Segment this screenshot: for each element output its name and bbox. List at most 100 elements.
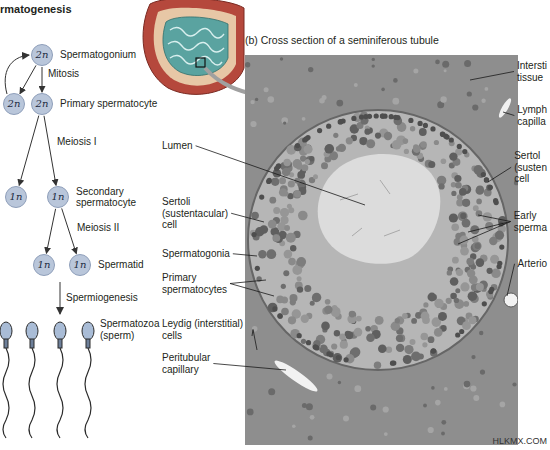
interstitial-cell xyxy=(480,370,485,375)
interstitial-cell xyxy=(423,404,427,408)
spermatogonium-cell xyxy=(259,195,264,200)
lymph-capillary xyxy=(497,97,513,119)
part-label: Lymph capilla xyxy=(517,104,547,127)
cell xyxy=(292,265,302,275)
spermatogonium-cell xyxy=(276,164,281,169)
process-label: Meiosis I xyxy=(56,136,97,148)
cell-circle: 2nPrimary spermatocyte xyxy=(31,93,53,115)
cell xyxy=(290,245,296,251)
ploidy-label: 1n xyxy=(10,192,23,202)
spermatogonium-cell xyxy=(499,245,504,250)
cell xyxy=(332,309,340,317)
spermatogonium-cell xyxy=(390,361,395,366)
interstitial-cell xyxy=(306,403,313,410)
spermatogonium-cell xyxy=(440,131,445,136)
spermatogonium-cell xyxy=(276,163,281,168)
cell xyxy=(304,145,313,154)
cell xyxy=(384,132,392,140)
leader-line xyxy=(507,264,515,296)
interstitial-cell xyxy=(392,98,399,105)
spermatogonium-cell xyxy=(328,352,333,357)
part-label: Leydig (interstitial) cells xyxy=(162,318,250,341)
spermatogonium-cell xyxy=(455,332,460,337)
interstitial-cell xyxy=(354,83,358,87)
cell xyxy=(386,346,393,353)
cell xyxy=(297,286,303,292)
cell xyxy=(273,207,280,214)
cell xyxy=(345,331,351,337)
spermatogonium-cell xyxy=(431,348,436,353)
spermatogonium-cell xyxy=(488,289,493,294)
cell xyxy=(321,162,328,169)
leader-line xyxy=(213,364,286,371)
testis-inset xyxy=(143,0,244,94)
cell xyxy=(268,220,277,229)
interstitial-cell xyxy=(444,387,448,391)
cell xyxy=(287,204,292,209)
cell xyxy=(454,175,461,182)
panel-heading: rmatogenesis xyxy=(0,3,72,16)
part-label: Early sperma xyxy=(514,210,547,233)
leader-line xyxy=(488,167,511,182)
spermatogonium-cell xyxy=(380,114,385,119)
cell xyxy=(430,349,437,356)
spermatogonium-cell xyxy=(395,115,400,120)
division-arrow xyxy=(42,67,43,92)
cell xyxy=(313,174,318,179)
cell xyxy=(451,224,459,232)
spermatogonium-cell xyxy=(367,114,372,119)
cell-circle: 1n xyxy=(33,254,55,276)
cell xyxy=(420,141,427,148)
cell xyxy=(325,145,334,154)
spermatogonium-cell xyxy=(351,116,356,121)
cell xyxy=(450,277,459,286)
interstitial-cell xyxy=(435,60,440,65)
spermatogonium-cell xyxy=(374,113,379,118)
stage-label: Spermatid xyxy=(98,259,144,271)
stage-label: Secondary spermatocyte xyxy=(76,186,148,209)
cell xyxy=(310,301,315,306)
cell xyxy=(375,316,384,325)
leader-line xyxy=(233,254,257,256)
cell xyxy=(297,276,302,281)
watermark: HLKMX.COM xyxy=(492,436,547,446)
cell xyxy=(354,328,363,337)
cell xyxy=(268,303,278,313)
cell xyxy=(486,185,492,191)
cell xyxy=(466,258,474,266)
cell xyxy=(346,137,353,144)
interstitial-cell xyxy=(283,121,286,124)
interstitial-cell xyxy=(372,64,375,67)
interstitial-cell xyxy=(440,96,446,102)
micrograph xyxy=(245,55,518,445)
process-label: Mitosis xyxy=(47,68,80,80)
process-label: Meiosis II xyxy=(76,222,120,234)
cell xyxy=(446,298,452,304)
cell xyxy=(460,247,469,256)
cell xyxy=(421,312,430,321)
spermatogonium-cell xyxy=(380,114,385,119)
cell xyxy=(455,182,462,189)
cell xyxy=(428,336,435,343)
cell xyxy=(276,296,284,304)
spermatogonium-cell xyxy=(408,118,413,123)
cell-circle: 2n xyxy=(3,93,25,115)
interstitial-cell xyxy=(343,415,349,421)
ploidy-label: 2n xyxy=(8,99,21,109)
leader-line xyxy=(196,146,365,205)
cell xyxy=(449,152,457,160)
interstitial-cell xyxy=(467,91,472,96)
spermatogonium-cell xyxy=(252,232,257,237)
cell xyxy=(476,283,484,291)
interstitial-cell xyxy=(268,388,275,395)
sperm-heads xyxy=(0,322,94,348)
interstitial-cell xyxy=(464,60,471,67)
cell xyxy=(428,293,437,302)
interstitial-cell xyxy=(479,331,483,335)
cell xyxy=(462,199,470,207)
leader-line xyxy=(231,213,264,222)
cell-circle: 1nSpermatid xyxy=(69,254,91,276)
spermatogonium-cell xyxy=(497,261,502,266)
cell xyxy=(459,188,467,196)
interstitial-cell xyxy=(473,395,479,401)
